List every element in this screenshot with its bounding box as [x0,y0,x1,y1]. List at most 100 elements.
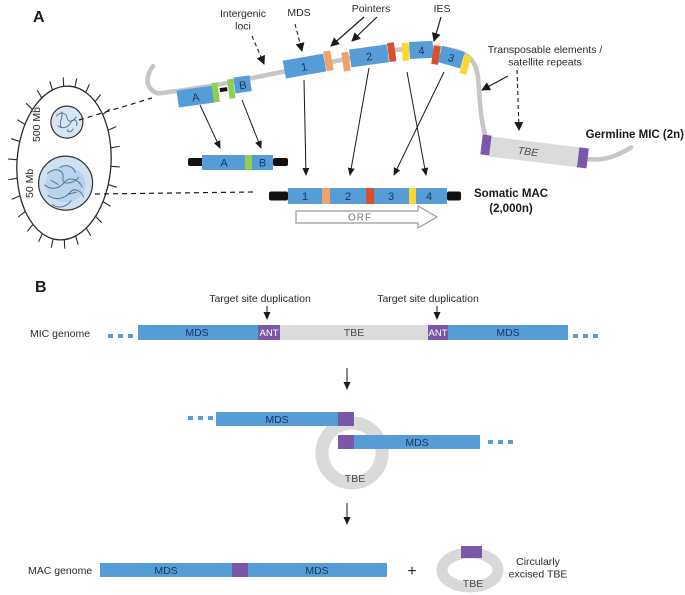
circularly-excised-caption: Circularly excised TBE [509,556,568,581]
transposable-arrow-curve [481,75,509,91]
mac-gene-body [202,155,273,170]
plus-sign: + [407,563,416,580]
telomere-right [447,191,461,201]
germline-mds4-cluster: 4 [401,40,434,61]
pointers-arrow-1 [330,16,365,47]
germline-mds1-cluster: 1 [282,50,334,79]
telomere-left [269,191,288,201]
pointer-orange-1 [323,50,334,72]
cilium [11,195,21,200]
pointer-green-2 [226,78,236,99]
cilium [74,78,78,88]
ciliate-cell [8,77,120,249]
intermediate-mds-left [216,412,338,426]
germline-segment-a-label: A [191,92,201,105]
excised-tbe-ring: TBE [436,546,504,593]
telomere-right [273,158,288,166]
mic-size-label: 500 Mb [31,107,43,142]
annotation-pointers: Pointers [330,3,391,47]
germline-mds4-label: 4 [418,45,425,57]
annotation-ies: IES [431,3,451,42]
cilium [17,211,26,218]
ellipsis-left [188,416,213,420]
mac-ant-remnant [232,563,248,577]
ies-arrow [431,16,442,42]
somatic-pointer-yellow [409,188,416,204]
mac-gene-chromosome: A B [188,155,288,170]
pointer-yellow-1 [401,42,410,61]
germline-mds3-cluster: 3 [437,45,472,75]
mac-size-label: 50 Mb [24,169,36,198]
tbe-purple-right [576,147,589,169]
mic-mds-left-label: MDS [185,327,208,339]
mac-mds-left-label: MDS [154,565,177,577]
orf-label: ORF [348,213,372,224]
cilium [62,77,65,87]
excision-intermediate: MDS MDS TBE [188,412,513,490]
ies-label: IES [434,3,451,15]
intergenic-loci-label-line2: loci [235,21,251,33]
germline-segment-a [176,85,215,108]
cilium [49,81,53,91]
cilium [63,239,66,249]
somatic-mac-label-line2: (2,000n) [489,203,533,215]
cilium [85,227,92,237]
pointers-arrow-2 [351,16,378,42]
pointer-orange-2 [341,51,351,72]
somatic-mds1-label: 1 [302,191,308,203]
germline-mds3-label: 3 [446,52,455,65]
ring-ant-segment [461,546,482,558]
mic-ant-left [258,325,280,340]
annotation-mds: MDS [287,7,311,52]
mic-mds-right [448,325,568,340]
mic-mds-left [138,325,258,340]
germline-mic-label: Germline MIC (2n) [586,129,685,141]
mic-genome-row: MIC genome MDS ANT TBE ANT MDS [30,325,598,340]
mac-nucleus [37,155,94,211]
germline-mds1-label: 1 [300,61,308,74]
mapping-arrows [199,67,445,176]
intermediate-ant-right [338,435,354,449]
map-arrow-a [199,104,221,149]
cilium [102,201,111,207]
cell-cilia [8,77,120,249]
somatic-pointer-red [366,188,374,204]
cilium [107,126,117,131]
germline-mds2-label: 2 [365,51,373,64]
map-arrow-b [241,99,262,149]
germline-mds1 [282,53,327,79]
somatic-mds4-label: 4 [426,191,432,203]
circularly-label-line2: excised TBE [509,569,568,581]
intergenic-loci-label-line1: Intergenic [220,8,266,20]
intermediate-mds-right-label: MDS [405,437,428,449]
cilium [85,83,90,93]
mic-tbe [280,325,428,340]
cilium [25,102,33,110]
telomere-left [188,158,203,166]
mds-arrow [294,23,305,52]
germline-mds2 [348,44,390,68]
somatic-mds3-label: 3 [388,191,394,203]
ellipsis-left [108,334,133,338]
transposable-arrow-tbe [514,69,524,131]
mic-mds-right-label: MDS [496,327,519,339]
cilium [94,94,102,102]
map-arrow-1 [302,79,310,176]
panel-b-label: B [35,279,47,296]
pointers-label: Pointers [352,3,391,15]
tbe-purple-left [480,134,492,156]
intermediate-mds-right [354,435,480,449]
mic-ant-right [428,325,448,340]
cilium [50,238,54,248]
cilium [38,233,43,243]
cilium [110,145,120,149]
cilium [75,235,79,245]
mac-gene-a-label: A [220,158,228,170]
intermediate-ant-left [338,412,354,426]
somatic-mac-title: Somatic MAC (2,000n) [474,188,548,215]
mac-genome-row: MAC genome MDS MDS [28,563,387,577]
mac-mds-right-label: MDS [305,565,328,577]
mic-tbe-label: TBE [344,327,364,339]
